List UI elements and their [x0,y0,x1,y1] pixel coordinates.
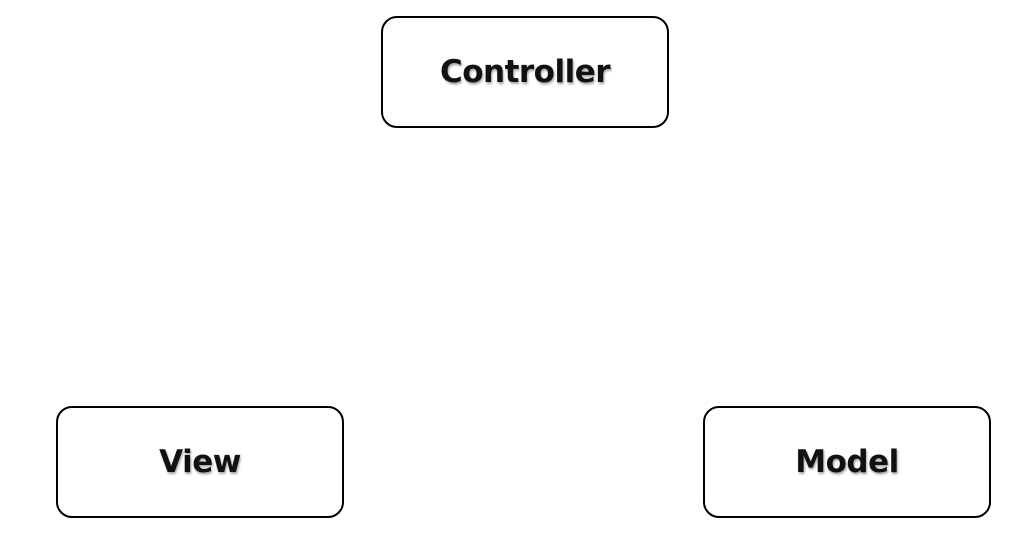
model-label: Model [795,444,899,480]
controller-label: Controller [439,54,611,90]
model-box: Model [703,406,991,518]
view-box: View [56,406,344,518]
controller-box: Controller [381,16,669,128]
view-label: View [159,444,241,480]
